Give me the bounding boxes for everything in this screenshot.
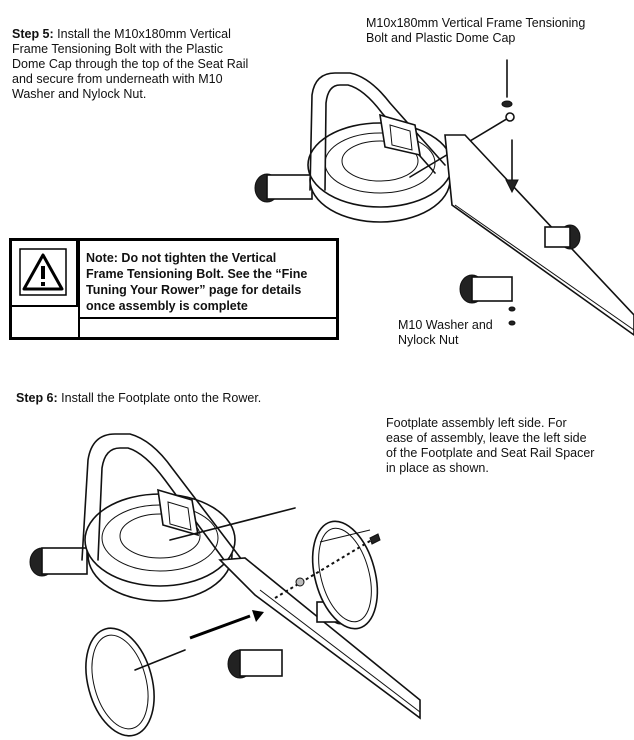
step6-label: Step 6: bbox=[16, 391, 58, 405]
step5-rower-illustration bbox=[254, 59, 634, 336]
step6-instruction: Step 6: Install the Footplate onto the R… bbox=[16, 391, 416, 406]
note-text: Note: Do not tighten the Vertical Frame … bbox=[86, 251, 308, 313]
step5-text: Install the M10x180mm Vertical Frame Ten… bbox=[12, 27, 249, 101]
warning-icon-cell bbox=[12, 241, 78, 307]
step6-text: Install the Footplate onto the Rower. bbox=[57, 391, 262, 405]
footplate-callout: Footplate assembly left side. For ease o… bbox=[386, 416, 595, 475]
note-box: Note: Do not tighten the Vertical Frame … bbox=[9, 238, 339, 340]
step5-instruction: Step 5: Install the M10x180mm Vertical F… bbox=[12, 27, 302, 102]
note-divider bbox=[78, 241, 80, 337]
note-rule bbox=[80, 317, 336, 319]
step5-label: Step 5: bbox=[12, 27, 54, 41]
step6-rower-illustration bbox=[29, 433, 421, 737]
washer-callout: M10 Washer and Nylock Nut bbox=[398, 318, 493, 347]
bolt-callout: M10x180mm Vertical Frame Tensioning Bolt… bbox=[366, 16, 586, 45]
warning-triangle-icon bbox=[19, 248, 67, 296]
